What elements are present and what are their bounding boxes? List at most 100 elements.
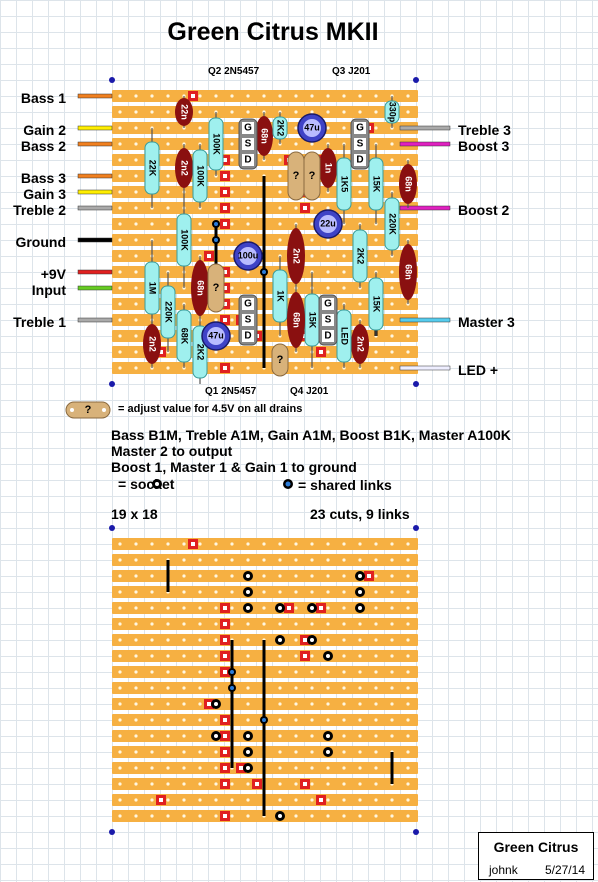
bottom-board-hole xyxy=(150,766,154,770)
bottom-board-hole xyxy=(214,654,218,658)
cap-2n2-c-value: 2n2 xyxy=(148,336,158,352)
top-board-hole xyxy=(406,334,410,338)
bottom-board-hole xyxy=(166,798,170,802)
track-cut-center xyxy=(303,654,307,658)
offboard-wire xyxy=(77,173,113,179)
bottom-board-hole xyxy=(230,574,234,578)
bottom-board-hole xyxy=(214,782,218,786)
bottom-board-hole xyxy=(182,638,186,642)
bottom-board-hole xyxy=(214,798,218,802)
bottom-board-hole xyxy=(214,606,218,610)
top-board-hole xyxy=(326,94,330,98)
track-cut-center xyxy=(223,814,227,818)
cap-1n-value: 1n xyxy=(324,163,334,174)
jfet-q1-pin xyxy=(242,330,254,342)
bottom-board-hole xyxy=(358,654,362,658)
track-cut-center xyxy=(223,174,227,178)
bottom-board-hole xyxy=(134,558,138,562)
bottom-board-hole xyxy=(214,814,218,818)
top-board-hole xyxy=(390,174,394,178)
jfet-q3-pin xyxy=(354,138,366,150)
bottom-board-hole xyxy=(278,782,282,786)
resistor-1k-value: 1K xyxy=(276,290,286,302)
bottom-board-hole xyxy=(294,622,298,626)
bottom-board-hole xyxy=(310,766,314,770)
track-cut-center xyxy=(223,286,227,290)
led-value: LED xyxy=(340,327,350,346)
track-cut-center xyxy=(319,350,323,354)
top-board-hole xyxy=(246,350,250,354)
jfet-q4-pin-label: S xyxy=(325,315,332,326)
bottom-board-hole xyxy=(294,574,298,578)
top-board-hole xyxy=(310,110,314,114)
top-board-hole xyxy=(230,286,234,290)
bottom-board-hole xyxy=(342,622,346,626)
top-board-hole xyxy=(118,286,122,290)
top-board-hole xyxy=(390,350,394,354)
bottom-board-hole xyxy=(198,606,202,610)
cap-2n2-a-value: 2n2 xyxy=(180,160,190,176)
bottom-board-hole xyxy=(134,814,138,818)
bottom-board-hole xyxy=(134,766,138,770)
cap-68n-a-value: 68n xyxy=(260,128,270,144)
bottom-board-hole xyxy=(182,542,186,546)
top-board-hole xyxy=(278,174,282,178)
jfet-q2-pin-label: S xyxy=(245,139,252,150)
bottom-board-hole xyxy=(198,638,202,642)
bottom-board-hole xyxy=(150,638,154,642)
top-board-hole xyxy=(118,254,122,258)
top-board-hole xyxy=(358,302,362,306)
jfet-q2-pin xyxy=(242,154,254,166)
credit-box: Green Citrus johnk 5/27/14 xyxy=(478,832,594,880)
bottom-board-hole xyxy=(150,814,154,818)
bottom-board-hole xyxy=(118,670,122,674)
shared-link-center xyxy=(262,270,266,274)
top-board-hole xyxy=(118,110,122,114)
bottom-board-hole xyxy=(246,798,250,802)
bottom-board-hole xyxy=(278,686,282,690)
bottom-board-hole xyxy=(118,574,122,578)
track-cut-center xyxy=(223,222,227,226)
track-cut-center xyxy=(319,798,323,802)
resistor-2k2-c-value: 2K2 xyxy=(196,344,206,361)
jfet-q2-pin xyxy=(242,138,254,150)
jfet-q2-pin-label: D xyxy=(244,155,251,166)
bottom-board-hole xyxy=(342,718,346,722)
top-board-hole xyxy=(310,238,314,242)
bottom-board-hole xyxy=(390,670,394,674)
track-cut-center xyxy=(319,606,323,610)
corner-marker xyxy=(413,829,419,835)
resistor-100k-c xyxy=(176,213,192,267)
cap-330p xyxy=(384,100,400,124)
label-treble-3: Treble 3 xyxy=(458,122,511,138)
resistor-1k xyxy=(272,269,288,323)
bottom-board-hole xyxy=(150,574,154,578)
bottom-board-hole xyxy=(390,622,394,626)
track-cut-center xyxy=(303,206,307,210)
label-gain-2: Gain 2 xyxy=(23,122,66,138)
bottom-board-hole xyxy=(342,782,346,786)
top-board-hole xyxy=(326,270,330,274)
bottom-board-hole xyxy=(294,686,298,690)
track-cut-center xyxy=(303,638,307,642)
bottom-board-hole xyxy=(150,782,154,786)
top-board-hole xyxy=(198,222,202,226)
bottom-board-hole xyxy=(182,558,186,562)
bottom-board-hole xyxy=(358,782,362,786)
offboard-wire xyxy=(77,317,113,323)
top-board-hole xyxy=(230,110,234,114)
resistor-1k5 xyxy=(336,157,352,211)
corner-marker xyxy=(109,381,115,387)
cap-68n-d-value: 68n xyxy=(404,264,414,280)
top-board-hole xyxy=(134,206,138,210)
label-9v: +9V xyxy=(40,266,66,282)
top-board-hole xyxy=(150,94,154,98)
resistor-220k-a xyxy=(384,197,400,251)
corner-marker xyxy=(109,525,115,531)
cap-2n2-d-value: 2n2 xyxy=(356,336,366,352)
top-board-hole xyxy=(134,334,138,338)
top-board-hole xyxy=(198,238,202,242)
bottom-board-hole xyxy=(310,750,314,754)
bottom-board-hole xyxy=(342,670,346,674)
bottom-board-hole xyxy=(118,542,122,546)
